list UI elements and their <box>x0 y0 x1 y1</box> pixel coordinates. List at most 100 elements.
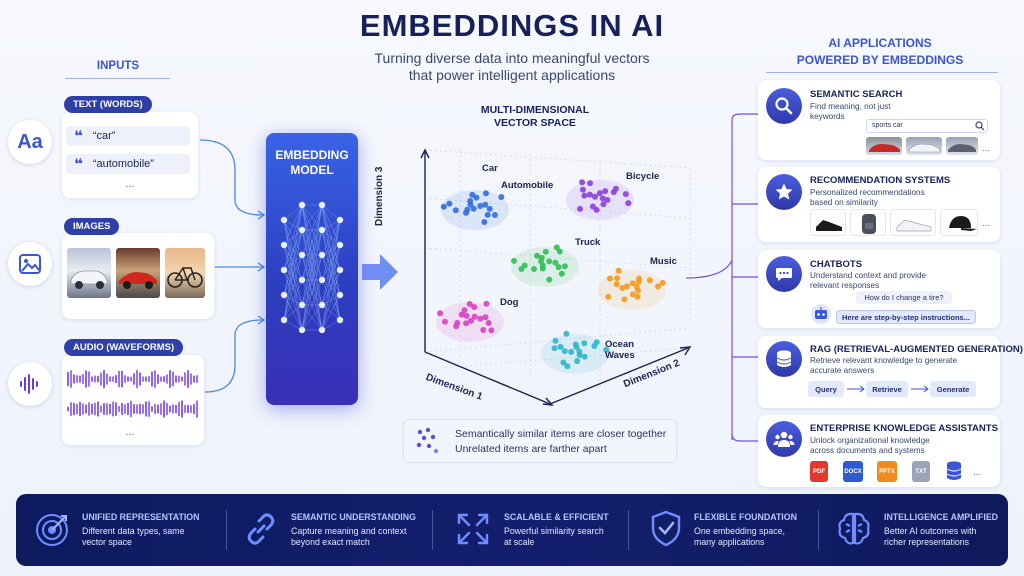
brain-icon <box>838 512 870 545</box>
text-more: ... <box>125 178 135 190</box>
legend-line-1: Semantically similar items are closer to… <box>455 428 667 440</box>
rec-item-white-shoe[interactable] <box>890 209 936 236</box>
cluster-label-music: Music <box>650 256 677 267</box>
users-icon <box>766 421 802 457</box>
embedding-point <box>596 190 603 197</box>
network-edge <box>283 204 303 296</box>
embedding-point <box>646 277 653 284</box>
search-result-white-car[interactable] <box>906 137 942 155</box>
network-edge <box>283 279 303 321</box>
embedding-point <box>469 191 476 198</box>
banner-separator <box>226 510 227 550</box>
embedding-point <box>491 212 498 218</box>
embedding-point <box>477 315 484 322</box>
embedding-point <box>482 201 489 208</box>
embedding-point <box>560 359 567 366</box>
embedding-point <box>542 248 549 255</box>
network-edge <box>301 204 323 306</box>
embedding-point <box>593 339 600 346</box>
embedding-point <box>574 358 581 365</box>
embedding-point <box>471 313 478 320</box>
network-node <box>318 326 326 334</box>
legend-dots-icon <box>416 427 439 454</box>
rag-flow-arrows <box>847 385 929 393</box>
embedding-point <box>556 248 563 255</box>
search-box-icon[interactable] <box>975 121 985 131</box>
rec-item-cap[interactable] <box>940 209 978 236</box>
network-edge <box>301 204 323 256</box>
embedding-point <box>607 275 613 282</box>
embedding-point <box>636 275 643 282</box>
cluster-label-truck: Truck <box>575 237 601 248</box>
embedding-point <box>602 188 609 195</box>
network-node <box>298 326 306 334</box>
embedding-point <box>586 191 593 198</box>
target-icon <box>36 514 68 546</box>
embedding-point <box>551 345 558 352</box>
semantic-search-input[interactable]: sports car <box>866 119 988 133</box>
network-node <box>280 291 288 299</box>
legend-line-2: Unrelated items are farther apart <box>455 443 607 455</box>
embedding-point <box>629 280 636 287</box>
network-edge <box>283 254 303 321</box>
embedding-point <box>612 185 619 192</box>
embedding-point <box>461 307 468 314</box>
network-edge <box>301 204 323 281</box>
network-node <box>318 201 326 209</box>
network-edge <box>321 219 341 231</box>
embedding-point <box>482 314 489 321</box>
rec-more: ... <box>982 218 990 228</box>
benefit-1-title: UNIFIED REPRESENTATION <box>82 512 200 522</box>
rec-item-black-shoe[interactable] <box>810 209 846 236</box>
benefit-2-title: SEMANTIC UNDERSTANDING <box>291 512 416 522</box>
applications-label: AI APPLICATIONS POWERED BY EMBEDDINGS <box>796 36 964 67</box>
embedding-point <box>458 311 465 318</box>
text-type-icon: Aa <box>8 120 52 164</box>
embedding-point <box>446 200 453 207</box>
network-edge <box>321 244 341 331</box>
cluster-halo <box>541 334 609 374</box>
embedding-point <box>488 327 495 334</box>
embedding-clusters <box>436 179 666 374</box>
embedding-point <box>579 179 586 186</box>
file-database-icon <box>946 461 962 480</box>
embedding-point <box>467 201 474 208</box>
embedding-point <box>625 200 632 207</box>
embedding-point <box>603 346 610 353</box>
input-connectors <box>199 139 266 393</box>
network-node <box>280 266 288 274</box>
audio-type-icon <box>8 362 52 406</box>
network-node <box>280 316 288 324</box>
embedding-point <box>655 283 661 290</box>
word-automobile: ❝“automobile” <box>66 154 190 174</box>
embedding-point <box>593 206 600 213</box>
embedding-point <box>518 266 525 272</box>
benefit-4-title: FLEXIBLE FOUNDATION <box>694 512 797 522</box>
recommendation-desc: Personalized recommendations based on si… <box>810 188 925 207</box>
embedding-point <box>485 320 492 326</box>
network-edge <box>283 229 303 321</box>
benefit-4-desc: One embedding space,many applications <box>694 526 785 547</box>
embedding-point <box>468 317 474 324</box>
embedding-point <box>592 193 598 200</box>
embedding-point <box>613 281 620 288</box>
network-edge <box>301 254 323 331</box>
rag-step-retrieve: Retrieve <box>866 381 908 397</box>
rec-item-backpack[interactable] <box>850 209 886 236</box>
embedding-point <box>538 258 544 265</box>
search-result-red-car[interactable] <box>866 137 902 155</box>
network-node <box>336 316 344 324</box>
embedding-point <box>453 323 460 330</box>
embedding-point <box>576 348 583 355</box>
embedding-point <box>483 190 489 197</box>
search-result-grey-car[interactable] <box>946 137 978 155</box>
network-edge <box>321 319 341 331</box>
shield-check-icon <box>651 510 681 547</box>
cluster-halo <box>598 270 666 310</box>
network-edge <box>321 219 341 281</box>
embedding-point <box>477 203 484 209</box>
semantic-search-desc: Find meaning, not just keywords <box>810 102 891 121</box>
benefit-5-title: INTELLIGENCE AMPLIFIED <box>884 512 999 522</box>
embedding-point <box>568 348 575 355</box>
